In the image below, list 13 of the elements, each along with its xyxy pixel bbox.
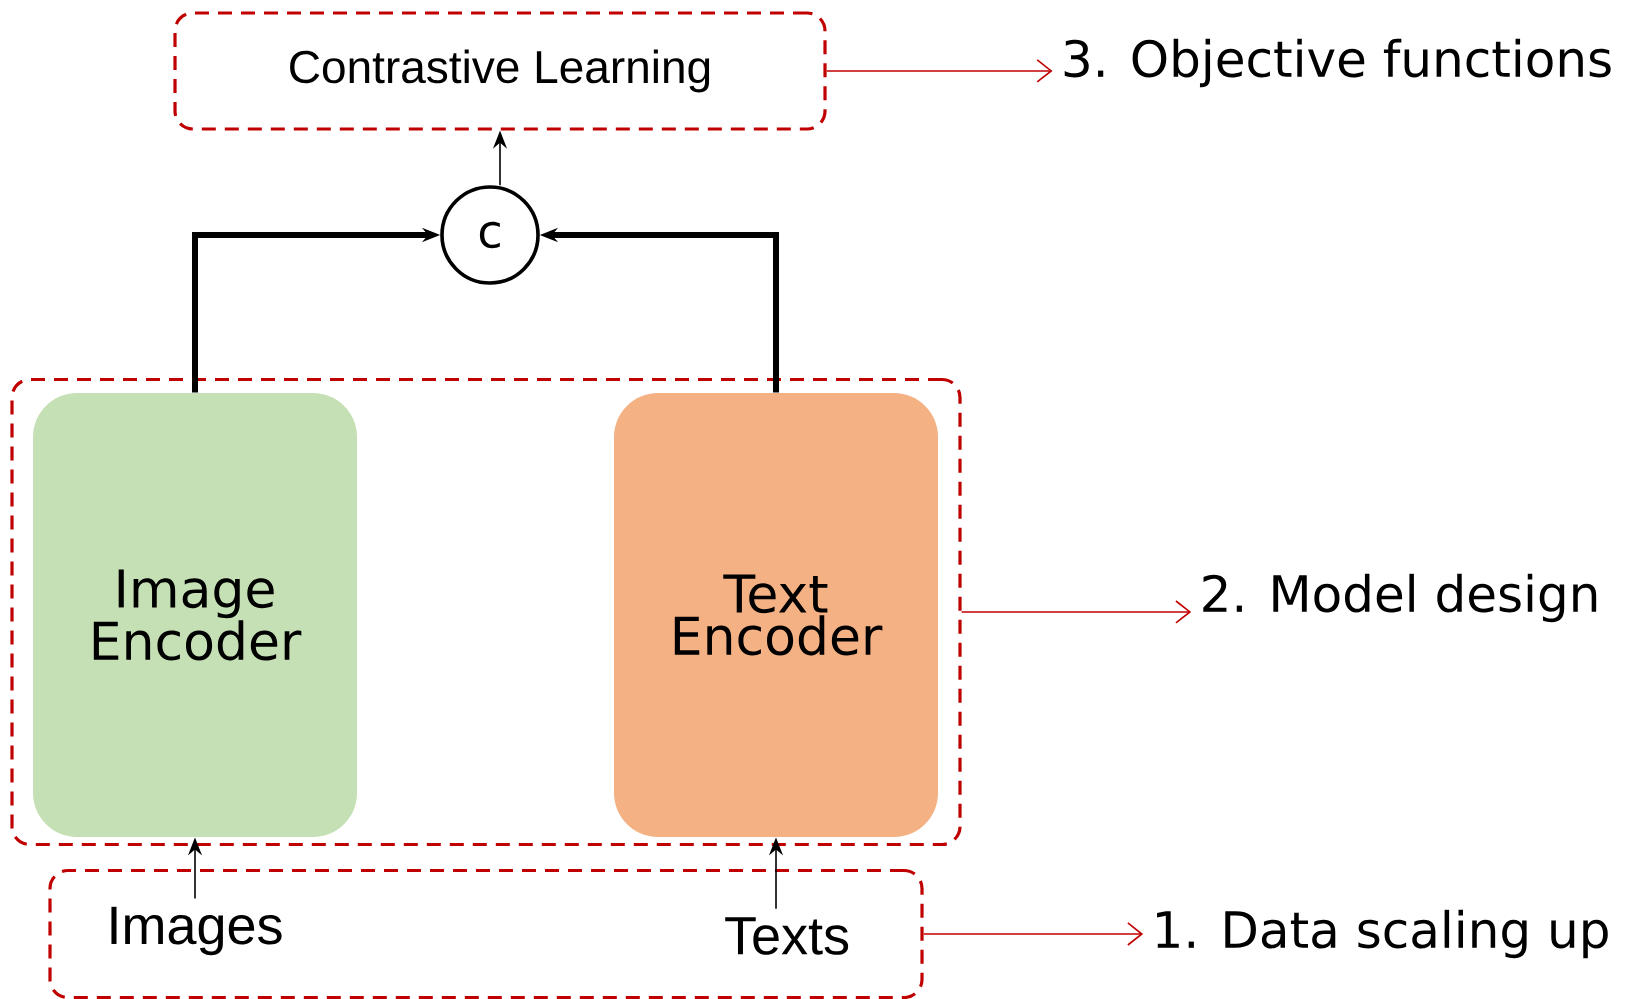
arrow — [960, 600, 1192, 624]
dashed-box — [48, 868, 924, 999]
label-text: 2. Model design — [1203, 573, 1597, 623]
arrow — [922, 922, 1144, 946]
dashed-box: Contrastive Learning — [173, 11, 827, 131]
label-text: 1. Data scaling up — [1157, 909, 1608, 959]
input-text: Texts — [725, 917, 849, 955]
dashed-box — [10, 377, 962, 847]
input-text: Images — [111, 906, 282, 956]
label-text: 3. Objective functions — [1064, 38, 1611, 88]
encoder-box: Image Encoder — [33, 393, 357, 837]
encoder-box: Text Encoder — [614, 393, 938, 837]
arrow — [825, 59, 1053, 83]
